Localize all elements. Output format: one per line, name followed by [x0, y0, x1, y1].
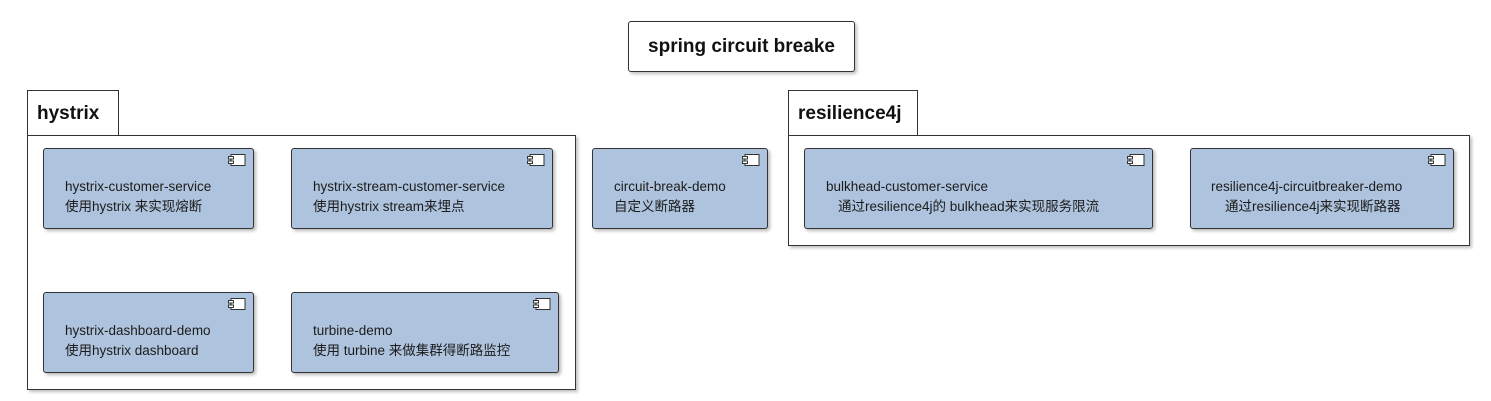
- component-name: turbine-demo: [313, 323, 393, 338]
- component-name: hystrix-customer-service: [65, 179, 212, 194]
- component-icon: [527, 154, 545, 166]
- component-icon: [533, 298, 551, 310]
- component-name: resilience4j-circuitbreaker-demo: [1211, 179, 1403, 194]
- package-tab-hystrix: hystrix: [27, 90, 119, 136]
- component-turbine-demo[interactable]: turbine-demo 使用 turbine 来做集群得断路监控: [291, 292, 559, 373]
- package-label-hystrix: hystrix: [37, 103, 100, 124]
- component-icon: [1127, 154, 1145, 166]
- component-description: 通过resilience4j的 bulkhead来实现服务限流: [838, 199, 1100, 214]
- component-name: bulkhead-customer-service: [826, 179, 989, 194]
- package-label-resilience4j: resilience4j: [798, 103, 902, 124]
- package-tab-resilience4j: resilience4j: [788, 90, 918, 136]
- component-description: 使用hystrix 来实现熔断: [65, 199, 203, 214]
- component-resilience4j-circuitbreaker-demo[interactable]: resilience4j-circuitbreaker-demo 通过resil…: [1190, 148, 1454, 229]
- component-description: 自定义断路器: [614, 199, 695, 214]
- component-description: 通过resilience4j来实现断路器: [1225, 199, 1401, 214]
- component-hystrix-stream-customer-service[interactable]: hystrix-stream-customer-service 使用hystri…: [291, 148, 553, 229]
- diagram-title: spring circuit breake: [628, 21, 855, 72]
- component-description: 使用hystrix dashboard: [65, 343, 199, 358]
- component-name: hystrix-dashboard-demo: [65, 323, 211, 338]
- component-description: 使用hystrix stream来埋点: [313, 199, 465, 214]
- component-icon: [742, 154, 760, 166]
- component-bulkhead-customer-service[interactable]: bulkhead-customer-service 通过resilience4j…: [804, 148, 1153, 229]
- component-icon: [228, 154, 246, 166]
- component-hystrix-dashboard-demo[interactable]: hystrix-dashboard-demo 使用hystrix dashboa…: [43, 292, 254, 373]
- component-name: hystrix-stream-customer-service: [313, 179, 506, 194]
- component-circuit-break-demo[interactable]: circuit-break-demo 自定义断路器: [592, 148, 768, 229]
- component-description: 使用 turbine 来做集群得断路监控: [313, 343, 511, 358]
- component-icon: [228, 298, 246, 310]
- component-icon: [1428, 154, 1446, 166]
- component-name: circuit-break-demo: [614, 179, 726, 194]
- component-hystrix-customer-service[interactable]: hystrix-customer-service 使用hystrix 来实现熔断: [43, 148, 254, 229]
